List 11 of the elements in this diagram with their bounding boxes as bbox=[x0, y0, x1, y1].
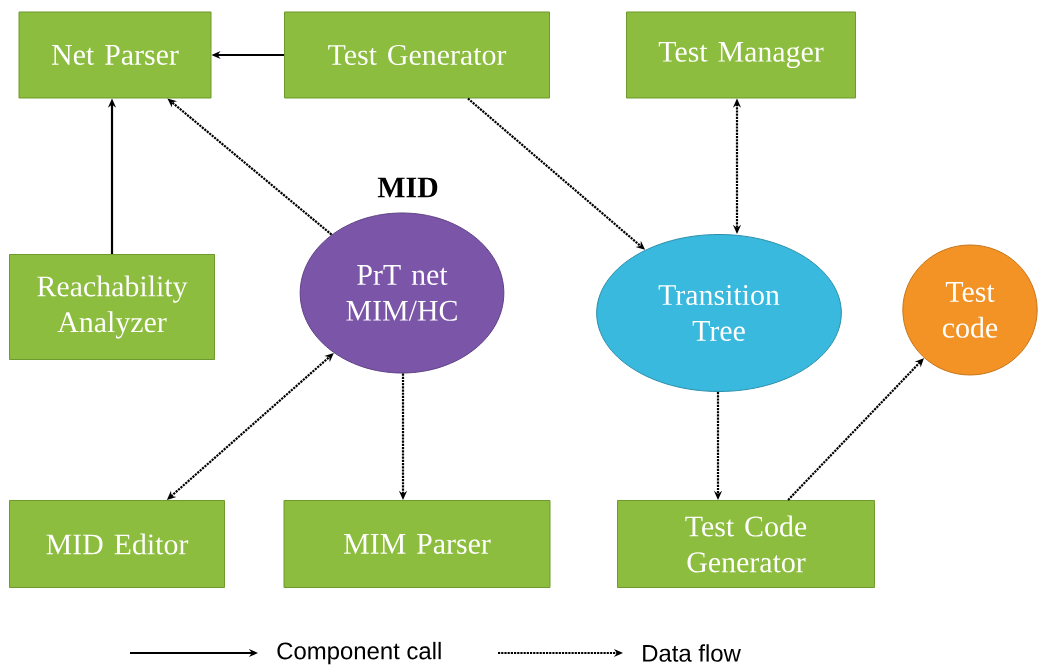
component-box: MIM Parser bbox=[283, 500, 551, 588]
heading: MID bbox=[377, 177, 438, 198]
component-box: Test Code Generator bbox=[617, 500, 875, 588]
component-box: Reachability Analyzer bbox=[9, 254, 215, 360]
component-box: Test Generator bbox=[284, 11, 550, 99]
component-box: Test Manager bbox=[626, 11, 856, 99]
arrow bbox=[787, 358, 924, 501]
component-box: Net Parser bbox=[18, 11, 212, 99]
legend-text: Component call bbox=[277, 641, 441, 665]
component-box: MID Editor bbox=[9, 500, 225, 588]
legend-text: Data flow bbox=[643, 644, 741, 662]
